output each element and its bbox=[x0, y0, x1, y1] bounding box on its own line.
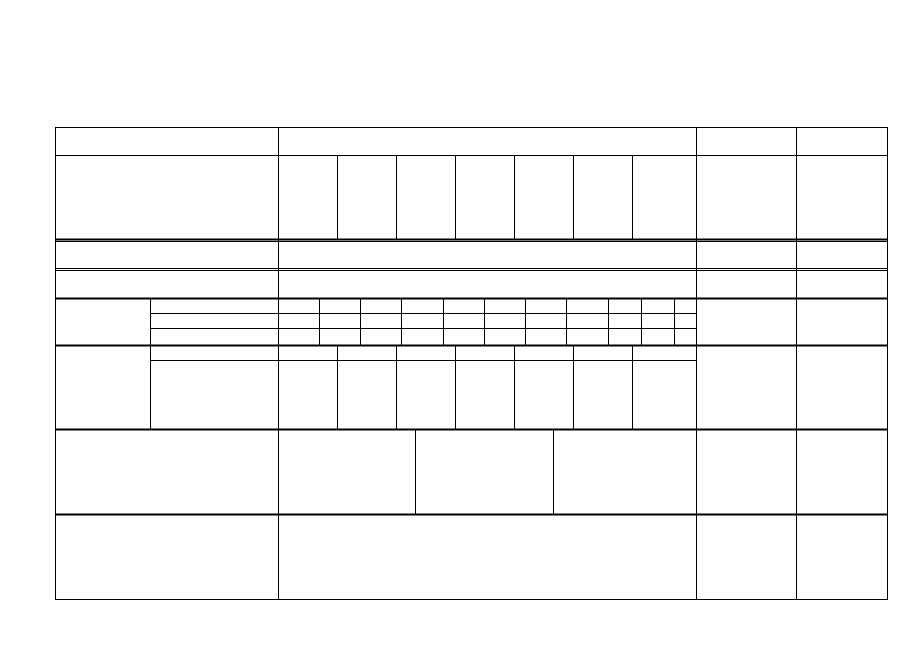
table-column-separators bbox=[150, 127, 797, 600]
table-row-separators bbox=[55, 155, 888, 516]
table-outer-border bbox=[55, 127, 888, 600]
